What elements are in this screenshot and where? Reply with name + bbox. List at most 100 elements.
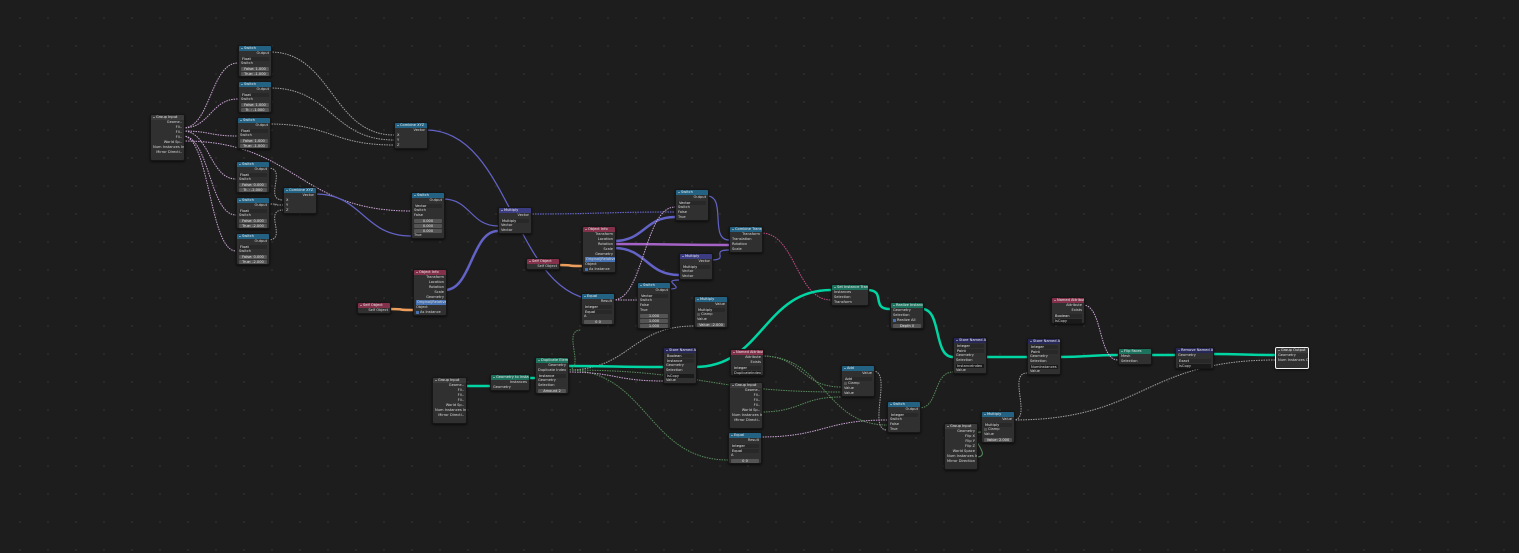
dropdown-select[interactable]: Boolean (664, 353, 696, 358)
dropdown-select[interactable]: Float (239, 92, 271, 97)
text-value[interactable]: IsCopy (1054, 318, 1082, 323)
field-value[interactable]: 0 0 (584, 319, 612, 324)
dropdown-select[interactable]: Multiply (982, 422, 1014, 427)
value-field[interactable]: Value: 2.000 (982, 437, 1014, 442)
node-header[interactable]: Switch (676, 190, 708, 195)
value-field[interactable]: False: 1.000 (239, 102, 271, 107)
checkbox[interactable]: Realize All (891, 318, 923, 323)
node-header[interactable]: Realize Instances (891, 303, 923, 308)
dropdown-value[interactable]: Float (241, 56, 269, 61)
node-header[interactable]: Group Input (433, 378, 466, 383)
node-header[interactable]: Switch (239, 82, 271, 87)
toggle-options[interactable]: Original|Relative (585, 257, 615, 262)
value-field[interactable]: False: 0.000 (237, 254, 269, 259)
value-field[interactable]: True: -1.000 (239, 71, 271, 76)
value-field[interactable]: Tr..: -1.000 (239, 107, 271, 112)
dropdown-value[interactable]: Point (1030, 349, 1058, 354)
node-header[interactable]: Store Named Att.. (664, 348, 696, 353)
name-input[interactable]: NumInstances (1028, 364, 1060, 369)
checkbox[interactable]: Clamp (982, 427, 1014, 432)
field-value[interactable]: Amount 2 (538, 388, 566, 393)
field-value[interactable]: 1.000 (640, 313, 668, 318)
node-header[interactable]: Switch (237, 234, 269, 239)
node-header[interactable]: Equal (729, 433, 761, 438)
node-header[interactable]: Flip Faces (1119, 349, 1151, 354)
dropdown-value[interactable]: Integer (584, 304, 612, 309)
node-header[interactable]: Combine XYZ (395, 123, 427, 128)
value-field[interactable]: 0 0 (729, 458, 761, 463)
node-header[interactable]: Switch (237, 198, 269, 203)
value-field[interactable]: Tr..: -2.000 (237, 187, 269, 192)
node-header[interactable]: Self Object (527, 259, 559, 264)
text-value[interactable]: NumInstances (1030, 364, 1058, 369)
node-header[interactable]: Set Instance Transfo.. (832, 285, 868, 290)
dropdown-value[interactable]: Integer (731, 443, 759, 448)
text-value[interactable]: IsCopy (1178, 363, 1211, 368)
dropdown-select[interactable]: Boolean (1052, 313, 1084, 318)
dropdown-value[interactable]: Float (239, 244, 267, 249)
dropdown-value[interactable]: Point (956, 348, 984, 353)
name-input[interactable]: DuplicateIndex (731, 370, 763, 375)
node-header[interactable]: Add (842, 366, 874, 371)
node-header[interactable]: Object Info (583, 227, 615, 232)
field-value[interactable]: False: 0.000 (239, 182, 267, 187)
node-header[interactable]: Remove Named Attrib.. (1176, 348, 1213, 353)
dropdown-select[interactable]: Integer (1028, 344, 1060, 349)
field-value[interactable]: 0 0 (731, 458, 759, 463)
dropdown-value[interactable]: Instance (538, 373, 566, 378)
node-header[interactable]: Named Attribute (731, 350, 763, 355)
dropdown-select[interactable]: Float (238, 128, 270, 133)
mode-toggle[interactable]: Original|Relative (583, 257, 615, 262)
dropdown-select[interactable]: Point (1028, 349, 1060, 354)
node-header[interactable]: Switch (638, 283, 670, 288)
node-realize-instances[interactable]: Realize InstancesGeometrySelectionRealiz… (890, 302, 924, 329)
field-value[interactable]: 1.000 (640, 318, 668, 323)
value-field[interactable]: False: 0.000 (237, 218, 269, 223)
dropdown-value[interactable]: Multiply (501, 218, 529, 223)
node-header[interactable]: Group Input (151, 115, 184, 120)
node-header[interactable]: Object Info (414, 270, 446, 275)
node-header[interactable]: Switch (239, 46, 271, 51)
dropdown-value[interactable]: Boolean (666, 353, 694, 358)
node-header[interactable]: Geometry to Instance (491, 375, 529, 380)
dropdown-value[interactable]: Add (844, 376, 872, 381)
field-value[interactable]: True: -2.000 (239, 223, 267, 228)
node-header[interactable]: Group Output (1276, 348, 1308, 353)
dropdown-value[interactable]: Boolean (1054, 313, 1082, 318)
value-field[interactable]: False: 1.000 (238, 138, 270, 143)
field-value[interactable]: False: 0.000 (239, 218, 267, 223)
value-field[interactable]: Amount 2 (536, 388, 568, 393)
node-header[interactable]: Multiply (499, 208, 531, 213)
value-field[interactable]: 0 0 (582, 319, 614, 324)
checkmark-icon[interactable] (893, 318, 896, 322)
dropdown-select[interactable]: Integer (954, 343, 986, 348)
node-header[interactable]: Group Input (945, 424, 977, 429)
node-header[interactable]: Combine Transf.. (730, 227, 762, 232)
field-value[interactable]: False: 1.000 (241, 66, 269, 71)
text-value[interactable]: InstanceIndex (956, 363, 984, 368)
node-header[interactable]: Store Named Att.. (1028, 339, 1060, 344)
checkbox-icon[interactable] (844, 381, 847, 385)
dropdown-select[interactable]: Vector (638, 293, 670, 298)
node-header[interactable]: Equal (582, 294, 614, 299)
value-field[interactable]: 0.000 (412, 223, 444, 228)
node-header[interactable]: Store Named Att.. (954, 338, 986, 343)
mode-toggle[interactable]: Original|Relative (414, 300, 446, 305)
